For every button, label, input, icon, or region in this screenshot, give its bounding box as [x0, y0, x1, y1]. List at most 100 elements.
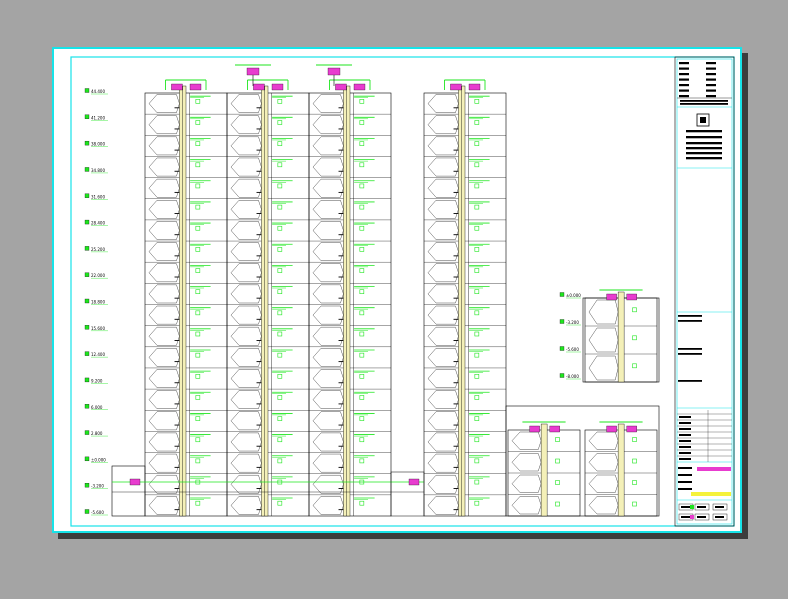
room-outline — [588, 496, 619, 515]
equipment-marker — [195, 204, 201, 210]
level-marker — [84, 193, 90, 198]
inner-frame — [70, 56, 735, 527]
equipment-marker — [474, 289, 480, 294]
riser-shaft — [617, 291, 625, 383]
title-text-bar — [697, 516, 706, 518]
roof-equipment — [626, 293, 637, 301]
equipment-marker — [277, 162, 283, 168]
title-text-bar — [715, 506, 724, 508]
title-text-bar — [681, 516, 690, 518]
room-outline — [312, 390, 344, 409]
small-level-label: -3.200 — [559, 319, 581, 326]
level-text: 22.000 — [91, 273, 105, 278]
title-text-bar — [706, 95, 716, 98]
level-label: 9.200 — [84, 377, 108, 384]
room-outline — [148, 263, 180, 283]
equipment-marker — [359, 310, 365, 316]
level-marker — [84, 246, 90, 251]
room-outline — [312, 475, 344, 494]
title-text-bar — [679, 62, 689, 65]
level-marker — [559, 346, 565, 351]
room-outline — [427, 263, 459, 283]
equipment-marker — [632, 363, 637, 369]
equipment-marker — [277, 416, 283, 421]
roof-equipment — [271, 83, 284, 91]
equipment-marker — [359, 247, 365, 252]
equipment-marker — [277, 500, 283, 506]
room-outline — [312, 411, 344, 431]
room-outline — [230, 475, 262, 494]
room-outline — [427, 242, 459, 261]
rooftop-tank — [316, 64, 352, 86]
room-outline — [148, 178, 180, 198]
room-outline — [427, 411, 459, 431]
level-text: 25.200 — [91, 247, 105, 252]
basement-pump — [408, 478, 420, 486]
title-text-bar — [678, 348, 702, 350]
room-outline — [148, 453, 180, 473]
room-outline — [588, 474, 619, 493]
equipment-marker — [632, 480, 637, 485]
equipment-marker — [632, 458, 637, 464]
room-outline — [230, 263, 262, 283]
stamp-box — [712, 503, 728, 511]
room-outline — [588, 431, 619, 450]
equipment-marker — [474, 99, 480, 104]
title-text-bar — [679, 428, 691, 430]
level-label: 31.600 — [84, 193, 108, 200]
equipment-marker — [277, 352, 283, 358]
room-outline — [148, 475, 180, 494]
room-outline — [427, 475, 459, 494]
title-text-bar — [706, 78, 716, 81]
room-outline — [148, 390, 180, 409]
room-outline — [312, 242, 344, 261]
level-marker — [84, 325, 90, 330]
level-marker — [84, 509, 90, 514]
small-level-label: ±0.000 — [559, 292, 581, 299]
room-outline — [312, 453, 344, 473]
level-marker — [84, 483, 90, 488]
room-outline — [427, 136, 459, 156]
equipment-marker — [277, 204, 283, 210]
room-outline — [427, 115, 459, 134]
title-text-bar — [686, 152, 722, 155]
level-marker — [84, 430, 90, 435]
room-outline — [148, 115, 180, 134]
level-text: 34.800 — [91, 168, 105, 173]
level-marker — [84, 88, 90, 93]
equipment-marker — [474, 373, 480, 379]
room-outline — [230, 369, 262, 388]
equipment-marker — [359, 289, 365, 294]
room-outline — [230, 242, 262, 261]
title-text-bar — [678, 481, 692, 483]
roof-equipment — [468, 83, 481, 91]
room-outline — [427, 390, 459, 409]
equipment-marker — [277, 247, 283, 252]
level-marker — [84, 351, 90, 356]
level-label: 28.400 — [84, 219, 108, 226]
room-outline — [312, 348, 344, 367]
riser-shaft — [617, 423, 625, 517]
room-outline — [312, 326, 344, 346]
equipment-marker — [359, 373, 365, 379]
equipment-marker — [359, 225, 365, 231]
equipment-marker — [474, 395, 480, 400]
room-outline — [148, 348, 180, 367]
equipment-marker — [277, 268, 283, 273]
level-label: ±0.000 — [84, 456, 108, 463]
roof-equipment — [171, 83, 183, 91]
stamp-box — [694, 503, 710, 511]
equipment-marker — [195, 162, 201, 168]
room-outline — [230, 348, 262, 367]
title-text-bar — [679, 73, 689, 76]
room-outline — [588, 327, 619, 353]
title-text-bar — [679, 89, 689, 92]
equipment-marker — [474, 310, 480, 316]
title-text-bar — [680, 103, 728, 105]
equipment-marker — [474, 247, 480, 252]
level-marker — [84, 377, 90, 383]
level-label: 6.000 — [84, 404, 108, 410]
title-block — [674, 56, 735, 527]
level-marker — [84, 140, 90, 146]
room-outline — [427, 221, 459, 240]
